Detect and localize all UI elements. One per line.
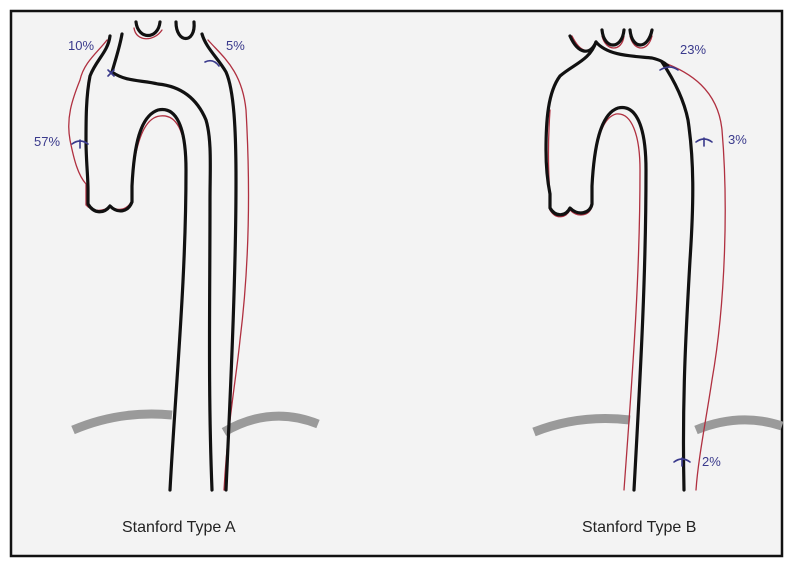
caption-type-b: Stanford Type B [582,519,696,536]
percent-label-b-3: 3% [728,132,747,147]
figure-frame [11,11,782,556]
percent-label-b-2: 2% [702,454,721,469]
percent-label-a-10: 10% [68,38,94,53]
percent-label-a-57: 57% [34,134,60,149]
percent-label-a-5: 5% [226,38,245,53]
caption-type-a: Stanford Type A [122,519,236,536]
percent-label-b-23: 23% [680,42,706,57]
